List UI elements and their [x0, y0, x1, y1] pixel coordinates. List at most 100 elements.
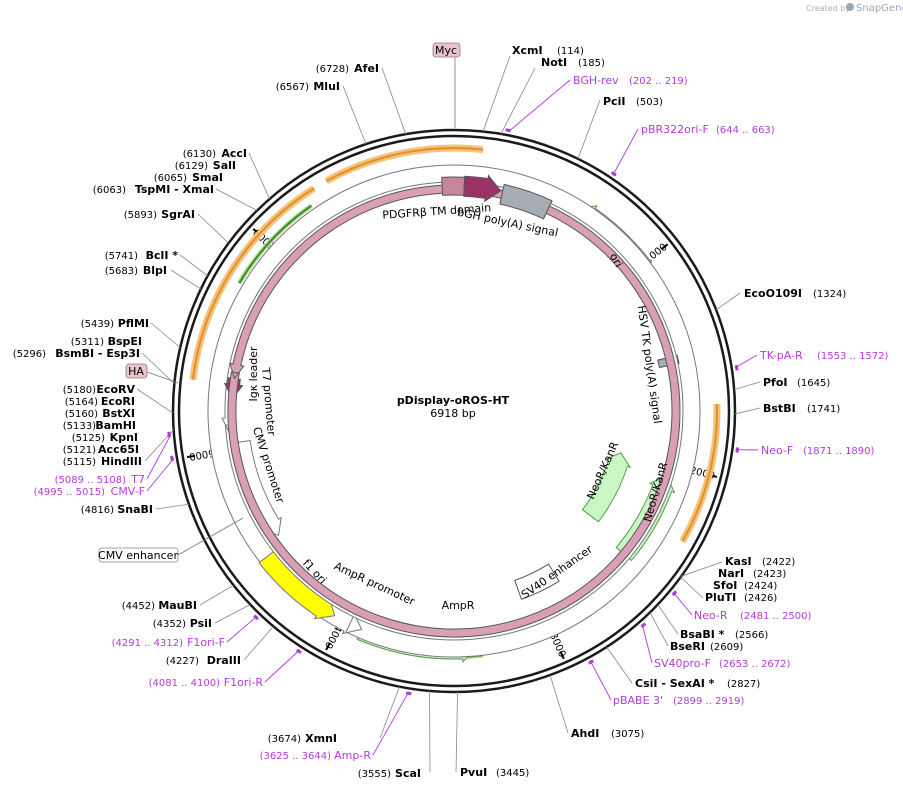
enzyme-pos: (5115) [63, 457, 96, 468]
primer-name[interactable]: Neo-F [761, 444, 793, 457]
enzyme-pos: (4227) [166, 656, 199, 667]
enzyme-name[interactable]: PluTI [705, 591, 736, 604]
enzyme-name[interactable]: PsiI [190, 617, 212, 630]
enzyme-name[interactable]: CsiI - SexAI * [635, 677, 715, 690]
enzyme-name[interactable]: SmaI [192, 171, 223, 184]
enzyme-leader [197, 213, 229, 244]
primer-pos: (5089 .. 5108) [55, 475, 127, 486]
enzyme-name[interactable]: EcoRI [101, 395, 135, 408]
t7-promoter-label: T7 promoter [259, 366, 278, 437]
enzyme-name[interactable]: BamHI [95, 419, 136, 432]
enzyme-name[interactable]: ScaI [395, 767, 421, 780]
myc-tag-box[interactable] [432, 42, 461, 58]
primer-leader [146, 434, 172, 480]
enzyme-name[interactable]: KasI [725, 555, 752, 568]
enzyme-pos: (3075) [611, 729, 644, 740]
primer-leader [589, 660, 612, 701]
enzyme-name[interactable]: SgrAI [161, 208, 195, 221]
enzyme-name[interactable]: BseRI [670, 640, 705, 653]
primer-name[interactable]: F1ori-F [187, 636, 225, 649]
myc-tag-box-feature[interactable] [441, 176, 466, 196]
enzyme-name[interactable]: SalI [213, 159, 236, 172]
enzyme-name[interactable]: Acc65I [98, 443, 139, 456]
enzyme-pos: (2566) [735, 630, 768, 641]
primer-name[interactable]: T7 [130, 473, 145, 486]
enzyme-pos: (4352) [153, 619, 186, 630]
enzyme-pos: (5439) [81, 319, 114, 330]
primer-name[interactable]: SV40pro-F [654, 657, 711, 670]
cmv-enhancer-leader-line [177, 517, 244, 556]
enzyme-pos: (5741) [105, 251, 138, 262]
enzyme-name[interactable]: BlpI [143, 264, 167, 277]
enzyme-leader [141, 352, 175, 384]
primer-leader [507, 79, 571, 133]
enzyme-name[interactable]: KpnI [110, 431, 138, 444]
backbone-inner [177, 134, 731, 688]
enzyme-pos: (2423) [753, 569, 786, 580]
enzyme-leader [482, 55, 511, 132]
f1-ori-arrow[interactable] [258, 549, 336, 620]
primer-name[interactable]: F1ori-R [224, 676, 264, 689]
enzyme-name[interactable]: BstBI [763, 402, 796, 415]
orf-right [681, 403, 718, 542]
pdgfr-tm-arrow[interactable] [463, 174, 502, 203]
primer-pos: (3625 .. 3644) [260, 751, 332, 762]
primer-name[interactable]: TK-pA-R [759, 349, 803, 362]
primer-name[interactable]: pBR322ori-F [641, 123, 709, 136]
snapgene-logo-icon [846, 3, 854, 11]
enzyme-name[interactable]: TspMI - XmaI [135, 183, 214, 196]
enzyme-leader [342, 85, 367, 145]
enzyme-pos: (4816) [81, 505, 114, 516]
enzyme-leader [734, 407, 761, 415]
enzyme-name[interactable]: BsmBI - Esp3I [55, 347, 140, 360]
enzyme-name[interactable]: EcoO109I [744, 287, 802, 300]
primer-mark [170, 455, 174, 462]
ha-leader-line [146, 371, 179, 384]
enzyme-name[interactable]: MluI [313, 80, 340, 93]
enzyme-name[interactable]: PciI [603, 95, 625, 108]
enzyme-name[interactable]: XmnI [305, 732, 337, 745]
tick-mark [186, 454, 196, 459]
enzyme-name[interactable]: BclI * [146, 249, 179, 262]
primer-name[interactable]: CMV-F [111, 485, 145, 498]
ha-tag-box[interactable] [125, 363, 148, 379]
primer-leader [372, 691, 410, 756]
enzyme-name[interactable]: SnaBI [117, 503, 153, 516]
bgh-polya-box[interactable] [499, 183, 553, 220]
enzyme-name[interactable]: BstXI [102, 407, 135, 420]
enzyme-name[interactable]: SfoI [713, 579, 737, 592]
enzyme-name[interactable]: PfoI [763, 376, 788, 389]
primer-name[interactable]: pBABE 3' [613, 694, 663, 707]
enzyme-leader [179, 254, 208, 277]
enzyme-name[interactable]: NotI [541, 56, 567, 69]
enzyme-name[interactable]: EcoRV [96, 383, 135, 396]
enzyme-name[interactable]: MauBI [158, 599, 197, 612]
ori-label: ori [607, 251, 625, 270]
enzyme-name[interactable]: AhdI [571, 727, 599, 740]
igk-leader-arrow[interactable] [227, 184, 681, 638]
enzyme-leader [577, 99, 601, 159]
enzyme-leader [734, 381, 761, 390]
tick-mark [325, 642, 331, 651]
enzyme-name[interactable]: BspEI [108, 335, 142, 348]
enzyme-name[interactable]: DraIII [207, 654, 241, 667]
neo-inner-arrow[interactable] [581, 452, 632, 523]
primer-name[interactable]: Amp-R [334, 749, 371, 762]
enzyme-pos: (5296) [13, 349, 46, 360]
enzyme-name[interactable]: HindIII [101, 455, 142, 468]
igk-leader-label: Igκ leader [247, 346, 260, 402]
enzyme-name[interactable]: XcmI [512, 44, 543, 57]
enzyme-name[interactable]: BsaBI * [680, 628, 725, 641]
primer-pos: (4081 .. 4100) [149, 678, 221, 689]
enzyme-name[interactable]: NarI [718, 567, 744, 580]
sv40-enhancer-box[interactable] [514, 563, 560, 600]
primer-name[interactable]: BGH-rev [573, 74, 619, 87]
primer-leader [641, 623, 653, 664]
enzyme-name[interactable]: AfeI [354, 62, 379, 75]
enzyme-leader [379, 686, 400, 739]
enzyme-name[interactable]: PvuI [460, 766, 487, 779]
enzyme-name[interactable]: PflMI [118, 317, 149, 330]
enzyme-name[interactable]: AccI [221, 147, 247, 160]
primer-name[interactable]: Neo-R [694, 609, 728, 622]
